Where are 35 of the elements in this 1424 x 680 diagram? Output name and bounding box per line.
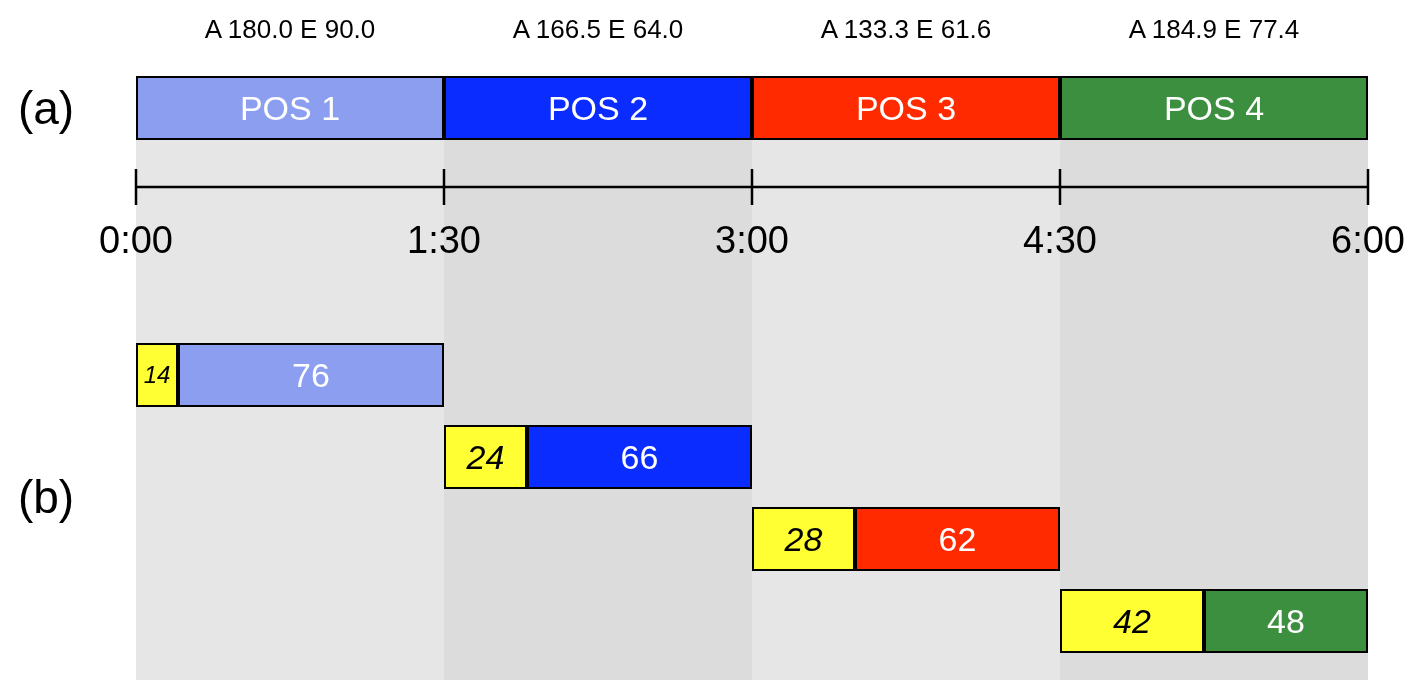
position-bar: [444, 76, 752, 140]
tick-label: 0:00: [99, 217, 173, 263]
angle-annotation: A 166.5 E 64.0: [512, 13, 684, 46]
position-bar: [1060, 76, 1368, 140]
bar-label: 28: [784, 518, 823, 560]
bar-label: 66: [620, 436, 659, 478]
bar-label: 62: [938, 518, 977, 560]
panel-label: (b): [17, 469, 75, 525]
tick-label: 6:00: [1331, 217, 1405, 263]
bar-label: POS 2: [547, 87, 649, 129]
bar-label: POS 3: [855, 87, 957, 129]
angle-annotation: A 184.9 E 77.4: [1128, 13, 1300, 46]
position-bar: [136, 76, 444, 140]
duration-bar: [752, 507, 855, 571]
bar-label: POS 1: [239, 87, 341, 129]
duration-bar: [855, 507, 1060, 571]
tick-label: 4:30: [1023, 217, 1097, 263]
duration-bar: [1060, 589, 1204, 653]
panel-label: (a): [17, 80, 75, 136]
duration-bar: [178, 343, 444, 407]
tick-label: 1:30: [407, 217, 481, 263]
angle-annotation: A 180.0 E 90.0: [204, 13, 376, 46]
angle-annotation: A 133.3 E 61.6: [820, 13, 992, 46]
bar-label: 14: [143, 360, 171, 390]
duration-bar: [136, 343, 178, 407]
duration-bar: [1204, 589, 1368, 653]
bar-label: 76: [292, 354, 330, 396]
duration-bar: [527, 425, 752, 489]
bar-label: 42: [1113, 600, 1151, 642]
bar-label: 48: [1267, 600, 1305, 642]
tick-label: 3:00: [715, 217, 789, 263]
bar-label: 24: [466, 436, 505, 478]
duration-bar: [444, 425, 527, 489]
bar-label: POS 4: [1163, 87, 1265, 129]
position-bar: [752, 76, 1060, 140]
